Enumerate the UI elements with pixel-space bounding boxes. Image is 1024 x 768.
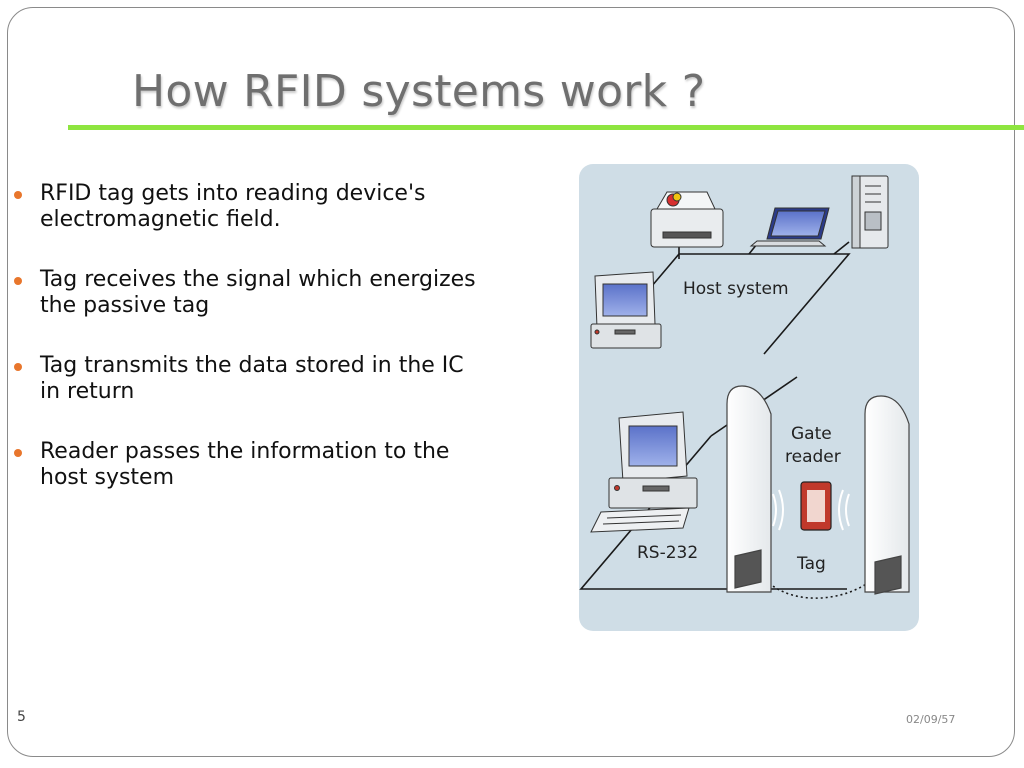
host-system-label: Host system (683, 279, 789, 299)
server-icon (851, 175, 889, 249)
bullet-item: RFID tag gets into reading device's elec… (14, 181, 484, 233)
bullet-item: Reader passes the information to the hos… (14, 439, 484, 491)
rfid-tag-icon (800, 481, 832, 531)
rs232-label: RS-232 (637, 543, 698, 563)
gate-label-line2: reader (785, 447, 841, 467)
gate-label-line1: Gate (791, 424, 832, 444)
bullet-text: Tag receives the signal which energizes … (40, 267, 476, 318)
rfid-system-diagram: Host system (579, 164, 919, 631)
bullet-dot-icon (14, 277, 22, 285)
slide-number: 5 (17, 709, 26, 725)
bullet-dot-icon (14, 449, 22, 457)
bullet-text: Reader passes the information to the hos… (40, 439, 450, 490)
tag-label: Tag (796, 554, 826, 574)
rf-wave-arcs (772, 489, 850, 531)
bullet-text: Tag transmits the data stored in the IC … (40, 353, 464, 404)
bullet-dot-icon (14, 191, 22, 199)
bullet-item: Tag receives the signal which energizes … (14, 267, 484, 319)
bullet-item: Tag transmits the data stored in the IC … (14, 353, 484, 405)
slide-title: How RFID systems work ? (132, 66, 706, 117)
bullet-text: RFID tag gets into reading device's elec… (40, 181, 426, 232)
slide-date: 02/09/57 (906, 713, 956, 726)
laptop-icon (749, 207, 830, 247)
bullet-list: RFID tag gets into reading device's elec… (14, 181, 484, 525)
printer-icon (650, 191, 724, 248)
bullet-dot-icon (14, 363, 22, 371)
desktop-computer-icon (590, 271, 662, 349)
reader-computer-icon (590, 411, 698, 533)
title-underline (68, 125, 1024, 130)
gate-panel-icon (864, 395, 910, 595)
gate-panel-icon (726, 385, 772, 593)
